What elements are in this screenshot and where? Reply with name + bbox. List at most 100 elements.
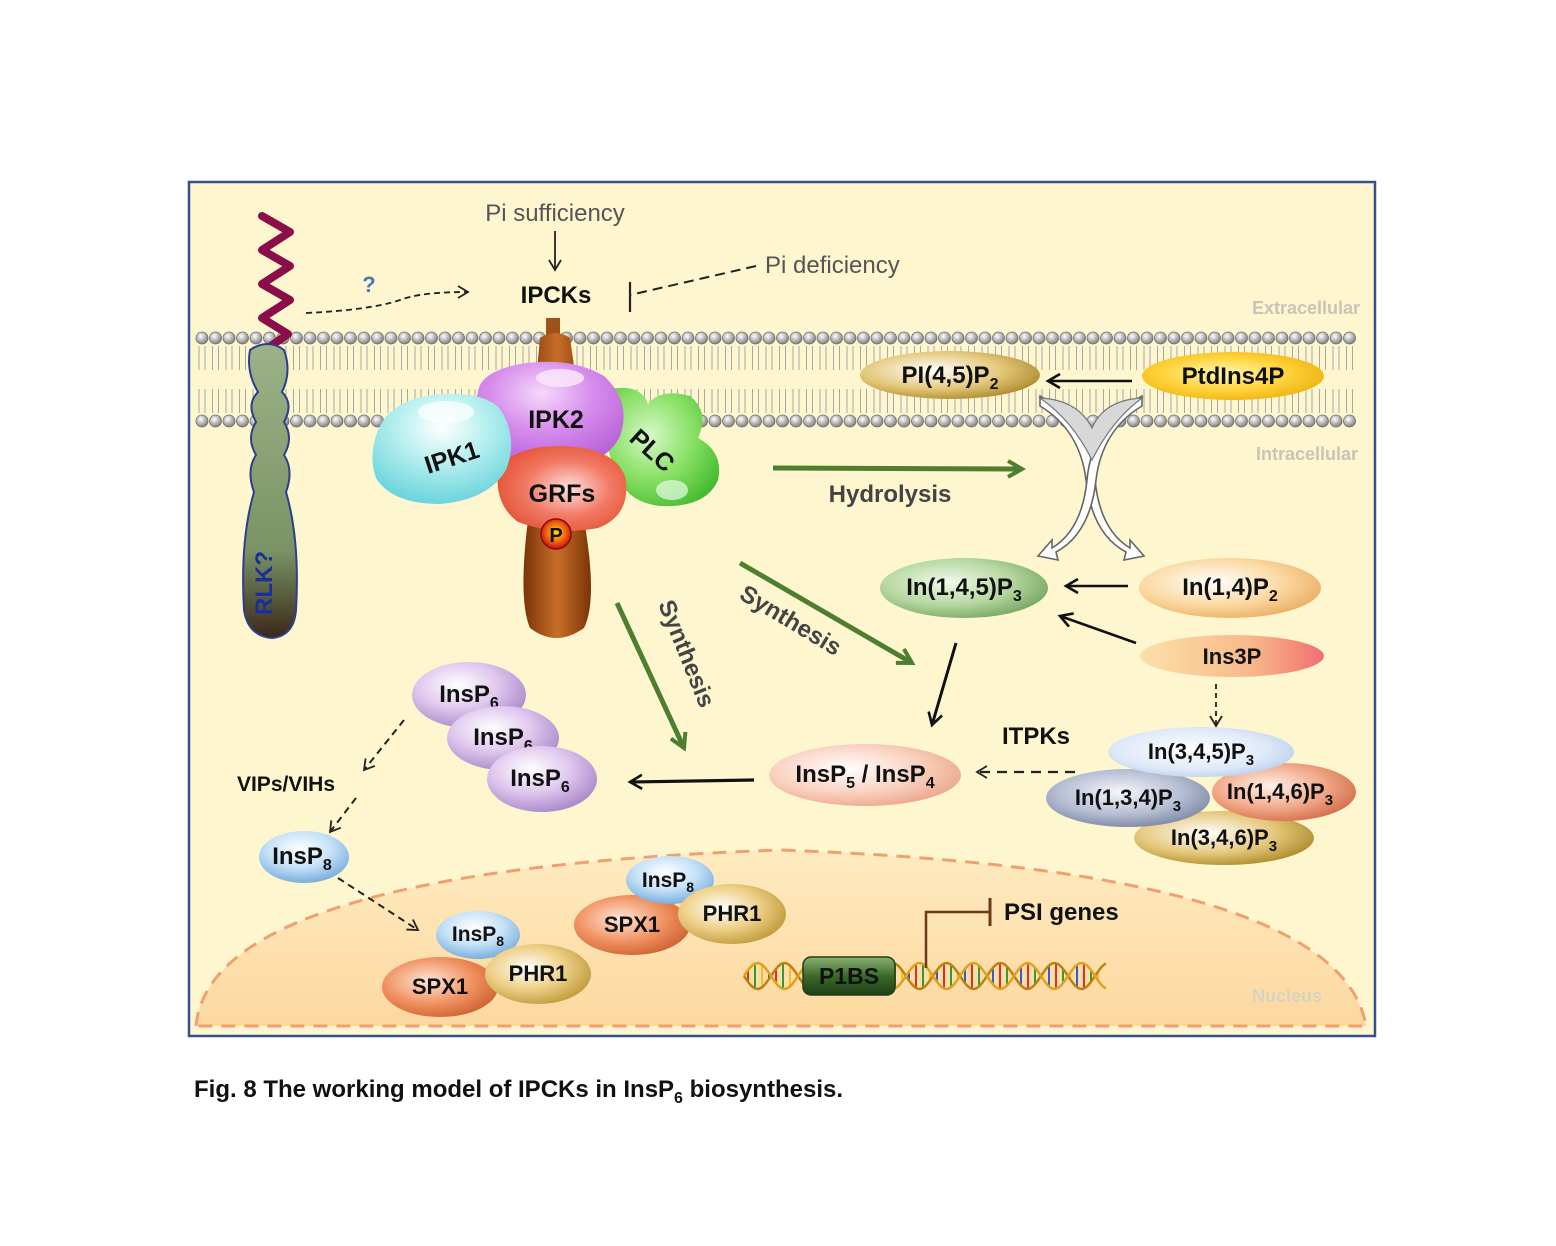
rlk-receptor: RLK? bbox=[242, 343, 298, 640]
lipid-head bbox=[1127, 331, 1140, 345]
phr1-label-2: PHR1 bbox=[703, 901, 762, 926]
lipid-head bbox=[344, 331, 357, 345]
pi-sufficiency-label: Pi sufficiency bbox=[485, 200, 625, 227]
phr1-label-1: PHR1 bbox=[509, 961, 568, 986]
lipid-head bbox=[911, 414, 924, 428]
lipid-head bbox=[654, 331, 668, 345]
lipid-head bbox=[1275, 331, 1289, 345]
lipid-head bbox=[911, 331, 924, 345]
lipid-head bbox=[1343, 331, 1356, 345]
lipid-head bbox=[506, 331, 519, 345]
lipid-head bbox=[1262, 414, 1275, 428]
lipid-head bbox=[425, 331, 438, 345]
lipid-head bbox=[1073, 331, 1086, 345]
lipid-head bbox=[1302, 414, 1316, 428]
lipid-head bbox=[1248, 414, 1262, 428]
lipid-head bbox=[1086, 331, 1100, 345]
in146p3-label: In(1,4,6)P3 bbox=[1227, 779, 1333, 809]
lipid-head bbox=[222, 331, 236, 345]
lipid-head bbox=[789, 331, 803, 345]
lipid-head bbox=[1262, 331, 1275, 345]
ins3p-node bbox=[1140, 635, 1324, 677]
lipid-head bbox=[303, 414, 317, 428]
lipid-head bbox=[236, 414, 249, 428]
lipid-head bbox=[789, 414, 803, 428]
question-mark: ? bbox=[362, 272, 375, 297]
ipk2-label: IPK2 bbox=[528, 406, 584, 434]
crossing-arrows bbox=[1036, 394, 1146, 562]
lipid-head bbox=[884, 331, 897, 345]
lipid-head bbox=[627, 331, 641, 345]
lipid-head bbox=[1113, 331, 1127, 345]
psi-genes-label: PSI genes bbox=[1004, 899, 1119, 926]
lipid-head bbox=[209, 331, 222, 345]
insp6-label-1: InsP6 bbox=[439, 681, 499, 712]
insp8-nuclear-label-2: InsP8 bbox=[642, 869, 694, 895]
arrow-insp5-to-insp6 bbox=[630, 780, 755, 782]
lipid-head bbox=[776, 414, 789, 428]
receptor-ligand-wave bbox=[258, 212, 294, 352]
ptdins4p-node bbox=[1142, 352, 1324, 400]
lipid-head bbox=[978, 331, 992, 345]
lipid-head bbox=[938, 331, 951, 345]
spx1-node-2 bbox=[574, 895, 690, 955]
inhibition-pi-deficiency bbox=[629, 265, 757, 296]
insp5-insp4-label: InsP5 / InsP4 bbox=[795, 761, 934, 792]
synthesis-arrow-right bbox=[738, 560, 912, 666]
lipid-head bbox=[411, 331, 425, 345]
lipid-head bbox=[587, 331, 600, 345]
lipid-head bbox=[1343, 414, 1356, 428]
lipid-head bbox=[1154, 331, 1167, 345]
lipid-head bbox=[1208, 414, 1221, 428]
lipid-head bbox=[749, 414, 762, 428]
lipid-head bbox=[816, 414, 830, 428]
lipid-head bbox=[209, 414, 222, 428]
lipid-head bbox=[290, 414, 303, 428]
lipid-head bbox=[330, 414, 344, 428]
lipid-head bbox=[398, 331, 411, 345]
lipid-head bbox=[303, 331, 317, 345]
arrow-rlk-to-ipcks bbox=[305, 285, 470, 314]
lipid-head bbox=[830, 331, 843, 345]
lipid-head bbox=[857, 414, 870, 428]
lipid-head bbox=[1194, 414, 1208, 428]
lipid-head bbox=[992, 331, 1005, 345]
lipid-head bbox=[1019, 331, 1032, 345]
lipid-head bbox=[452, 331, 465, 345]
in146p3-node bbox=[1212, 763, 1356, 821]
in14p2-label: In(1,4)P2 bbox=[1182, 574, 1278, 605]
lipid-head bbox=[1289, 414, 1302, 428]
insp6-node-3 bbox=[487, 746, 597, 812]
lipid-head bbox=[1289, 331, 1302, 345]
lipid-head bbox=[1316, 414, 1329, 428]
insp6-label-3: InsP6 bbox=[510, 765, 570, 796]
synthesis-arrow-left bbox=[614, 601, 684, 748]
lipid-head bbox=[870, 331, 884, 345]
arrow-insp6-to-vips bbox=[362, 719, 405, 772]
hydrolysis-label: Hydrolysis bbox=[829, 481, 952, 508]
insp8-nuclear-node-2 bbox=[626, 856, 714, 904]
lipid-head bbox=[884, 414, 897, 428]
lipid-head bbox=[870, 414, 884, 428]
plc-protein bbox=[604, 387, 720, 507]
lipid-head bbox=[924, 414, 938, 428]
itpks-label: ITPKs bbox=[1002, 723, 1070, 750]
lipid-head bbox=[1302, 331, 1316, 345]
lipid-head bbox=[722, 331, 735, 345]
lipid-head bbox=[681, 331, 695, 345]
lipid-head bbox=[1167, 414, 1181, 428]
lipid-head bbox=[317, 414, 330, 428]
psi-genes-regulation bbox=[924, 910, 990, 968]
lipid-head bbox=[1032, 331, 1046, 345]
rlk-label: RLK? bbox=[251, 551, 278, 615]
lipid-head bbox=[857, 331, 870, 345]
lipid-head bbox=[614, 331, 627, 345]
lipid-head bbox=[951, 414, 965, 428]
lipid-head bbox=[668, 331, 681, 345]
lipid-head bbox=[330, 331, 344, 345]
lipid-head bbox=[1248, 331, 1262, 345]
lipid-head bbox=[600, 331, 614, 345]
lipid-head bbox=[1005, 414, 1019, 428]
lipid-head bbox=[843, 414, 857, 428]
grfs-protein bbox=[497, 446, 627, 531]
